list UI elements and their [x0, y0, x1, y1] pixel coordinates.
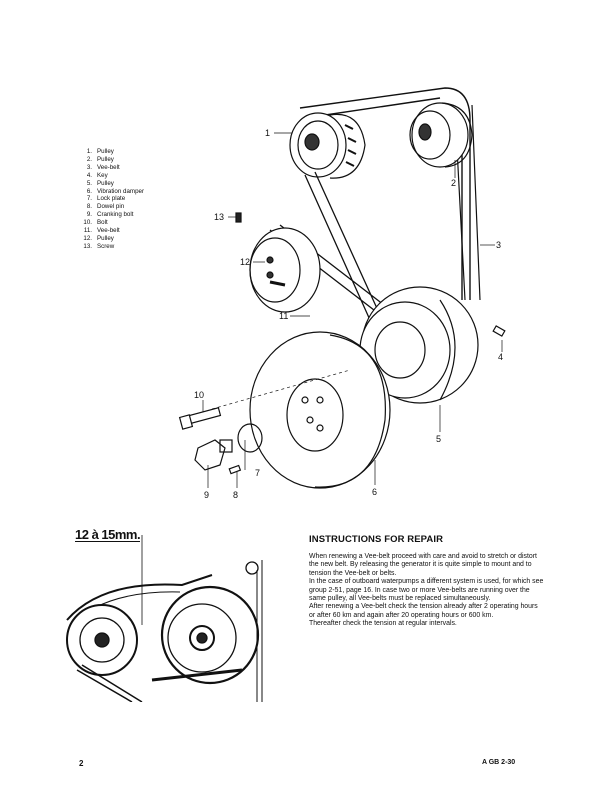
page-number: 2	[79, 759, 84, 768]
callout-7: 7	[255, 468, 261, 478]
callout-13: 13	[214, 212, 225, 222]
measurement-label: 12 à 15mm.	[75, 527, 141, 542]
legend-item: 6.Vibration damper	[86, 187, 145, 195]
callout-4: 4	[498, 352, 504, 362]
dowel-pin-8	[228, 464, 242, 475]
instructions-title: INSTRUCTIONS FOR REPAIR	[309, 534, 444, 545]
pulley-12	[249, 227, 321, 313]
legend-item: 10.Bolt	[83, 219, 108, 227]
lock-plate-7	[237, 423, 263, 453]
pulley-5	[359, 286, 479, 404]
legend-item: 7.Lock plate	[86, 195, 126, 203]
callout-1: 1	[265, 128, 271, 138]
legend-item: 13.Screw	[83, 242, 115, 250]
exploded-pulley-diagram	[178, 87, 506, 489]
pulley-1	[289, 112, 366, 179]
legend-item: 12.Pulley	[83, 234, 114, 242]
legend-item: 11.Vee-belt	[83, 227, 120, 235]
vibration-damper-6	[249, 331, 391, 489]
instructions-section: INSTRUCTIONS FOR REPAIR When renewing a …	[309, 534, 544, 629]
parts-legend: 1.Pulley 2.Pulley 3.Vee-belt 4.Key 5.Pul…	[76, 148, 144, 251]
pulley-2	[409, 102, 473, 168]
callout-2: 2	[451, 178, 457, 188]
legend-item: 9.Cranking bolt	[86, 211, 134, 219]
instructions-paragraph: In the case of outboard waterpumps a dif…	[309, 578, 544, 603]
instructions-paragraph: Thereafter check the tension at regular …	[309, 620, 457, 628]
instructions-paragraph: When renewing a Vee-belt proceed with ca…	[309, 553, 537, 577]
callout-9: 9	[204, 490, 210, 500]
legend-item: 3.Vee-belt	[86, 163, 120, 171]
callout-5: 5	[436, 434, 442, 444]
vee-belt-11	[269, 171, 411, 331]
legend-item: 8.Dowel pin	[86, 203, 125, 211]
legend-item: 4.Key	[86, 171, 108, 179]
cranking-bolt-9	[194, 439, 233, 471]
legend-item: 5.Pulley	[86, 179, 114, 187]
callout-3: 3	[496, 240, 502, 250]
callout-10: 10	[194, 390, 205, 400]
bolt-10	[178, 407, 222, 430]
screw-13	[235, 212, 242, 223]
document-code: A GB 2-30	[482, 759, 516, 766]
callout-11: 11	[279, 311, 289, 321]
key-4	[492, 325, 506, 337]
legend-item: 2.Pulley	[86, 155, 114, 163]
callout-6: 6	[372, 487, 378, 497]
instructions-paragraph: After renewing a Vee-belt check the tens…	[309, 603, 538, 619]
callout-8: 8	[233, 490, 239, 500]
legend-item: 1.Pulley	[86, 148, 114, 155]
callout-12: 12	[240, 257, 251, 267]
belt-tension-illustration	[66, 535, 263, 702]
